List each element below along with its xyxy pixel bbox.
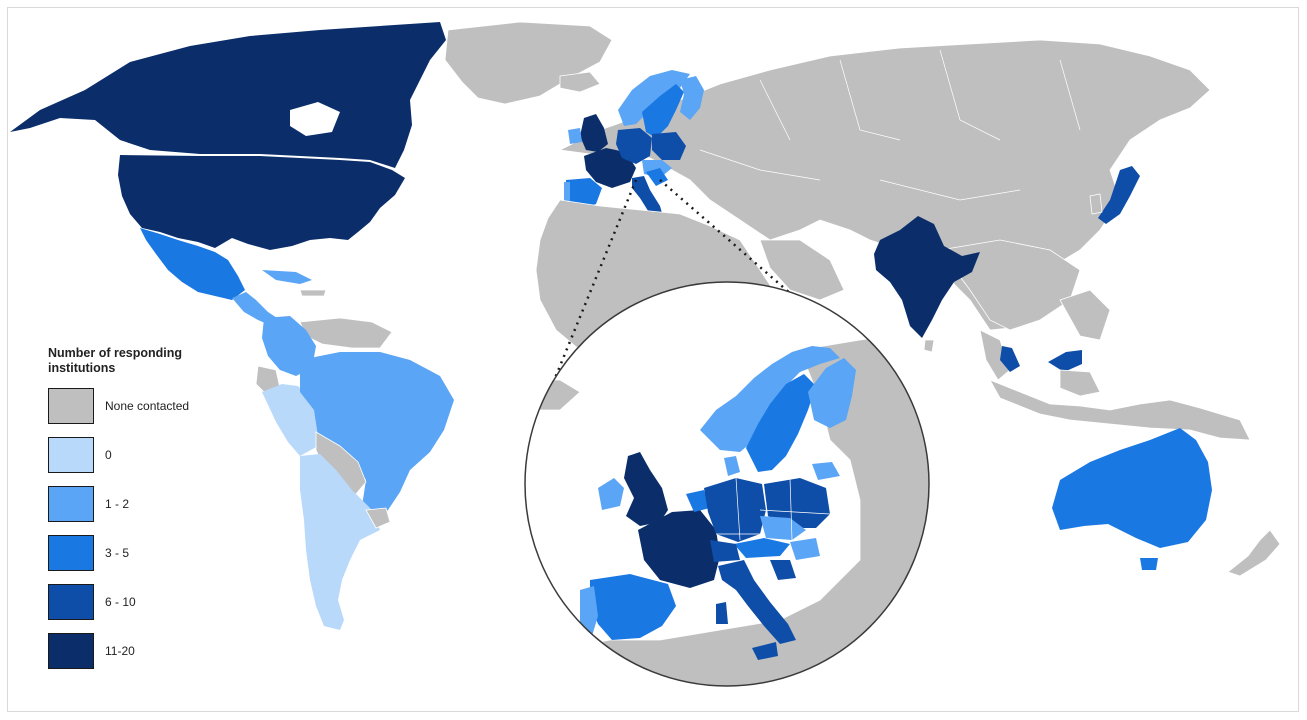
region-mexico [140,228,245,300]
legend-swatch [48,535,94,571]
legend-label: 0 [105,448,112,462]
legend-swatch [48,584,94,620]
region-norway [618,70,690,126]
region-caribbean [262,270,312,284]
region-poland [652,132,686,160]
inset-germany [704,478,766,542]
region-brazil [300,352,454,522]
inset-portugal [580,586,598,636]
legend-label: None contacted [105,399,190,413]
inset-norway [700,346,840,452]
region-japan [1098,166,1140,224]
region-canada [10,22,446,168]
region-india [874,216,980,338]
region-germany [616,128,652,164]
region-portugal [564,182,570,204]
europe-inset [525,282,929,686]
region-sweden [642,84,684,138]
inset-france [638,510,720,588]
region-united-states [118,155,405,250]
region-malaysia [1000,346,1020,372]
europe-inset-border [524,281,930,687]
inset-finland [808,358,856,428]
legend-item-1-2: 1 - 2 [48,484,248,524]
inset-united-kingdom [624,452,668,526]
region-central-america [232,292,280,326]
legend-swatch [48,633,94,669]
inset-poland [764,478,830,528]
legend-item-6-10: 6 - 10 [48,582,248,622]
region-australia [1052,428,1212,548]
callout-line-right [659,179,831,329]
legend-swatch [48,388,94,424]
legend-swatch [48,486,94,522]
legend-label: 1 - 2 [105,497,130,511]
legend-label: 6 - 10 [105,595,136,609]
region-finland [680,76,704,120]
legend-item-0: 0 [48,435,248,475]
region-argentina [300,454,380,630]
inset-italy [718,560,796,644]
inset-ireland [598,478,624,510]
legend-swatch [48,437,94,473]
legend-title: Number of responding institutions [48,346,183,375]
inset-spain [590,574,676,640]
legend-item-3-5: 3 - 5 [48,533,248,573]
inset-sweden [746,374,816,472]
legend-item-none-contacted: None contacted [48,386,248,426]
map-legend: Number of responding institutions None c… [48,346,248,680]
region-greenland [444,21,613,105]
region-ireland [568,128,582,144]
legend-item-11-20: 11-20 [48,631,248,671]
legend-label: 11-20 [105,644,135,658]
region-united-kingdom [580,114,608,152]
legend-label: 3 - 5 [105,546,130,560]
